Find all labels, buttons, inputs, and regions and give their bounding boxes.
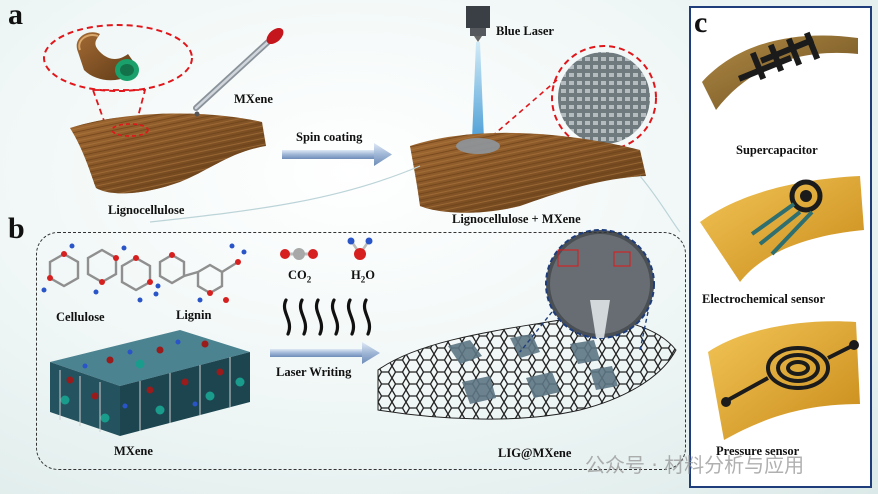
pipette-icon	[193, 27, 284, 117]
h2o-label: H2O	[351, 268, 375, 285]
pressure-sensor-label: Pressure sensor	[716, 444, 800, 458]
blue-laser-label: Blue Laser	[496, 24, 554, 38]
laser-writing-label: Laser Writing	[276, 365, 352, 379]
panel-letter-b: b	[8, 212, 25, 245]
lignin-label: Lignin	[176, 308, 212, 322]
supercapacitor-label: Supercapacitor	[736, 143, 818, 157]
laser-writing-arrow	[270, 342, 380, 364]
h2o-molecule-icon	[347, 237, 373, 260]
mxene-label-b: MXene	[114, 444, 153, 458]
coated-spot	[456, 138, 500, 154]
co2-molecule-icon	[280, 248, 318, 260]
spin-coating-label: Spin coating	[296, 130, 363, 144]
cellulose-label: Cellulose	[56, 310, 105, 324]
panel-letter-a: a	[8, 0, 23, 31]
co2-label: CO2	[288, 268, 312, 285]
composite-label: Lignocellulose + MXene	[452, 212, 581, 226]
electrochemical-sensor-label: Electrochemical sensor	[702, 292, 825, 306]
zoom-circle-left	[43, 24, 193, 92]
lig-mxene-sheet	[377, 317, 677, 420]
panel-letter-c: c	[694, 6, 708, 39]
lig-mxene-label: LIG@MXene	[498, 446, 572, 460]
panel-b-container	[36, 232, 686, 470]
spin-coating-arrow	[282, 143, 392, 166]
wood-fragment-icon	[76, 32, 139, 81]
sem-image	[558, 52, 650, 144]
lignocellulose-label: Lignocellulose	[108, 203, 185, 217]
cellulose-molecule-icon	[41, 243, 159, 303]
watermark: 公众号 · 材料分析与应用	[585, 453, 805, 477]
mxene-label-a: MXene	[234, 92, 273, 106]
mxene-lattice-icon	[50, 330, 250, 436]
blue-laser-icon	[466, 6, 490, 140]
red-spot	[111, 123, 149, 137]
lignin-molecule-icon	[155, 243, 247, 303]
heat-waves-icon	[283, 298, 371, 336]
